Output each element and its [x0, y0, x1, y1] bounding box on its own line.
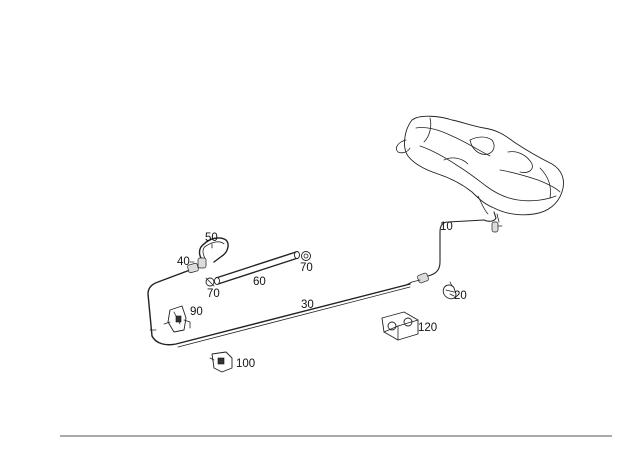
- callout-10: 10: [440, 221, 453, 233]
- hose-60: [214, 251, 300, 285]
- double-clip-120: [381, 311, 419, 341]
- bracket-90: [163, 305, 191, 333]
- callout-40: 40: [177, 256, 190, 268]
- callout-70-right: 70: [300, 262, 313, 274]
- callout-120: 120: [418, 322, 437, 334]
- callout-60: 60: [253, 276, 266, 288]
- callout-90: 90: [190, 306, 203, 318]
- callout-100: 100: [236, 358, 255, 370]
- hose-clamp-70-left: [205, 277, 215, 287]
- leader-lines: [189, 243, 455, 297]
- hose-50: [197, 237, 229, 269]
- callout-20: 20: [454, 290, 467, 302]
- callout-30: 30: [301, 299, 314, 311]
- callout-50: 50: [205, 232, 218, 244]
- holder-100: [209, 351, 233, 373]
- fuel-tank: [396, 115, 564, 216]
- fuel-line-30: [147, 269, 413, 348]
- fuel-line-10: [411, 211, 503, 284]
- callout-70-left: 70: [207, 288, 220, 300]
- hose-clamp-70-right: [301, 251, 311, 261]
